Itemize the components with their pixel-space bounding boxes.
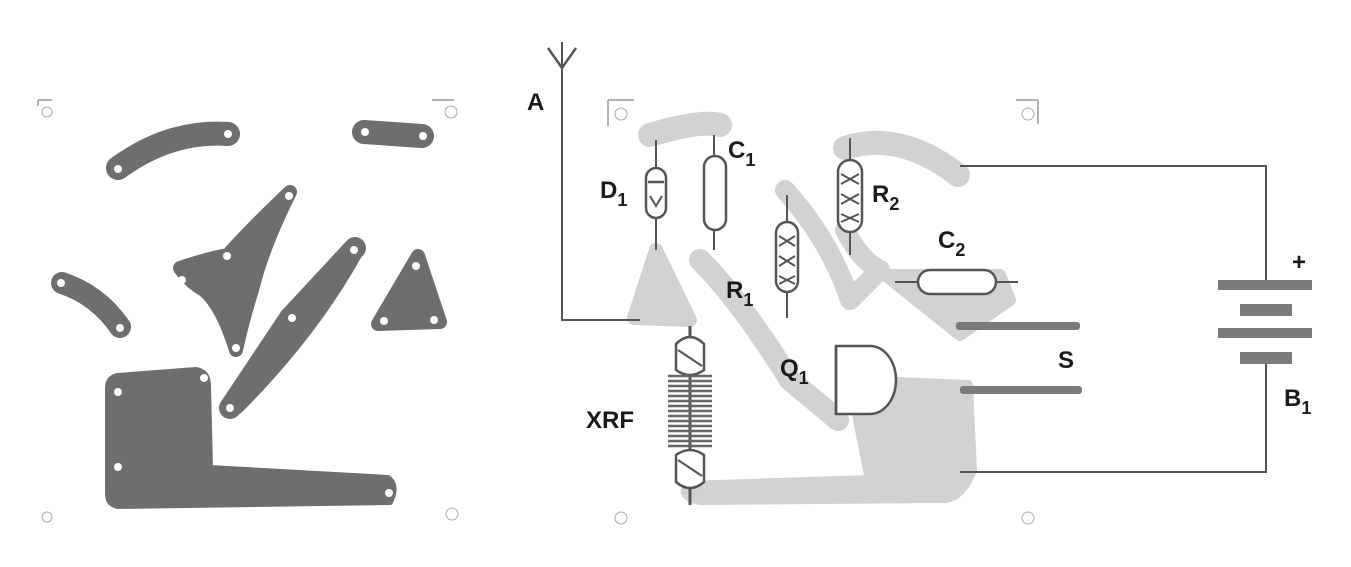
overlay-top-right [833,130,970,187]
overlay-mid-branch [775,180,890,310]
corner-hole [41,511,53,523]
battery-plate [1240,352,1292,364]
overlay-diagonal [689,249,849,431]
pcb-component-side: A D1 C1 R1 R2 [527,42,1312,525]
battery-wire-top [960,165,1267,280]
antenna-wire [561,42,640,321]
switch-s [956,322,1082,394]
corner-hole [445,507,459,521]
trace-ground-plane [105,367,397,509]
antenna-icon [546,47,578,71]
pad-hole [226,404,234,412]
capacitor-body [702,154,728,232]
pad-hole [385,489,393,497]
resistor-bands [778,235,796,285]
res1-label: R1 [726,277,753,310]
trace-left-strip [51,272,131,338]
switch-plate-bottom [960,386,1082,394]
trace-top-bar [352,120,434,148]
corner-mark [607,99,634,126]
antenna-label: A [527,89,544,116]
trace-top-arc [106,121,240,180]
switch-label: S [1058,347,1074,374]
pad-hole [116,324,124,332]
pad-hole [223,252,231,260]
pad-hole [114,463,122,471]
resistor-r1 [774,195,800,318]
transistor-body [834,344,898,416]
pad-hole [361,128,369,136]
pad-hole [412,262,420,270]
pad-hole [430,316,438,324]
pad-hole [200,374,208,382]
battery-plate [1240,304,1292,316]
capacitor-c2 [895,268,1018,296]
overlay-top-left [638,111,732,147]
pad-hole [224,130,232,138]
antenna-symbol [546,42,640,321]
pad-hole [380,317,388,325]
diode-d1 [644,140,668,250]
battery-label: B1 [1284,385,1311,418]
corner-hole [614,511,628,525]
corner-hole [41,106,53,118]
corner-hole [1021,107,1035,121]
resistor-r2 [836,138,864,255]
pad-hole [114,165,122,173]
diode-mark [649,195,663,208]
pcb-copper-side [37,99,459,523]
cap2-label: C2 [938,227,965,260]
pad-hole [419,132,427,140]
battery-plate [1218,280,1312,290]
trace-diagonal-edge [225,238,365,415]
corner-hole [614,107,628,121]
diode-label: D1 [600,177,627,210]
coil-label: XRF [586,407,634,434]
pad-hole [232,344,240,352]
capacitor-body [916,268,998,296]
coil-cap-mark [677,459,703,477]
coil-cap-mark [677,349,703,367]
cap1-label: C1 [728,137,755,170]
corner-hole [1021,511,1035,525]
corner-hole [444,105,458,119]
battery-plate [1218,328,1312,338]
trace-triangle [371,249,447,331]
capacitor-c1 [702,135,728,250]
coil-cap-top [674,335,706,377]
pad-hole [57,279,65,287]
overlay-left-triangle [627,243,697,327]
pad-hole [114,388,122,396]
transistor-q1 [834,344,898,416]
resistor-body [774,220,800,294]
switch-plate-top [956,322,1080,330]
corner-mark [37,99,52,106]
battery-b1 [1218,280,1312,364]
pad-hole [285,192,293,200]
battery-wire-bottom [960,356,1267,473]
pad-hole [288,314,296,322]
overlay-ground [680,375,977,505]
pad-holes [57,128,438,497]
transistor-label: Q1 [780,355,809,388]
resistor-bands [840,173,860,223]
corner-mark [1016,99,1039,124]
pad-hole [350,246,358,254]
battery-plus-label: + [1292,249,1306,276]
coil-xrf [668,326,712,505]
diode-body [644,166,668,220]
resistor-body [836,158,864,234]
res2-label: R2 [872,181,899,214]
pad-hole [178,276,186,284]
coil-windings [668,374,712,448]
